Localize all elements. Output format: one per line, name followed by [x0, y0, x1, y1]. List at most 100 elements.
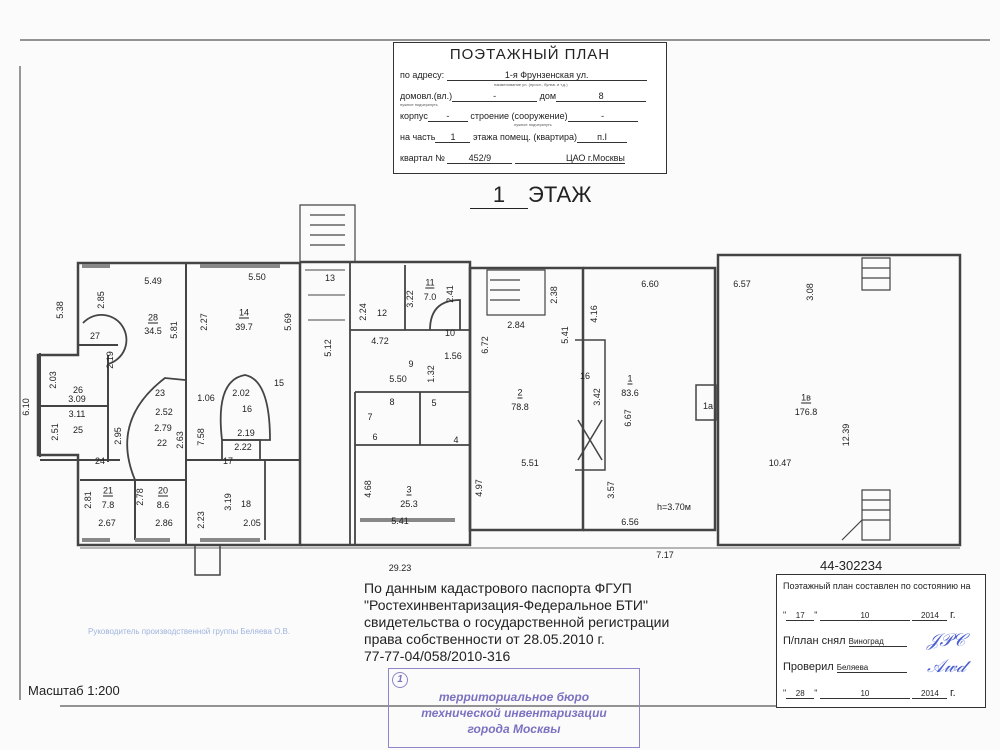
dim-label: 5.69 — [283, 313, 293, 331]
dim-label: 2.67 — [98, 518, 116, 528]
room-number: 21 — [102, 485, 114, 497]
stroenie-label: строение (сооружение) — [470, 111, 568, 121]
dim-label: 3.42 — [592, 388, 602, 406]
dim-label: 2.27 — [199, 313, 209, 331]
part-value: 1 — [435, 132, 471, 143]
dim-label: 5.41 — [391, 516, 409, 526]
dom-value: 8 — [556, 91, 647, 102]
room-number: 27 — [89, 331, 101, 341]
header-title: ПОЭТАЖНЫЙ ПЛАН — [449, 46, 611, 63]
room-area: 34.5 — [144, 326, 162, 336]
dim-label: 2.23 — [196, 511, 206, 529]
dim-label: 1.56 — [444, 351, 462, 361]
dim-label: 3.19 — [223, 493, 233, 511]
dim-label: 7.58 — [196, 428, 206, 446]
dim-label: 2.38 — [549, 286, 559, 304]
taken-label: П/план снял — [783, 635, 846, 647]
room-area: 7.8 — [101, 500, 115, 510]
kvartal-label: квартал № — [400, 153, 445, 163]
dim-label: 5.12 — [323, 339, 333, 357]
dim-label: 5.50 — [389, 374, 407, 384]
district-value: ЦАО г.Москвы — [514, 153, 625, 164]
date1-month: 10 — [819, 611, 910, 621]
address-label: по адресу: — [400, 70, 445, 80]
dom-label: дом — [539, 91, 557, 101]
room-area: 8.6 — [156, 500, 170, 510]
room-number: 1в — [801, 392, 811, 404]
dim-label: 2.84 — [507, 320, 525, 330]
room-number: 11 — [425, 277, 435, 289]
dim-label: 5.51 — [521, 458, 539, 468]
room-number: 6 — [372, 432, 378, 442]
part-label: на часть — [400, 132, 436, 142]
korpus-value: - — [427, 111, 468, 122]
dim-label: 29.23 — [388, 563, 412, 573]
dim-label: 6.57 — [733, 279, 751, 289]
hint-2: нужное подчеркнуть — [514, 122, 552, 127]
dim-label: 6.10 — [21, 398, 31, 416]
year-suffix: г. — [949, 687, 956, 699]
dim-label: 2.41 — [445, 285, 455, 303]
note-line: 77-77-04/058/2010-316 — [364, 648, 511, 664]
room-number: 23 — [154, 388, 166, 398]
registration-note: По данным кадастрового паспорта ФГУП "Ро… — [364, 580, 669, 665]
room-number: 14 — [238, 307, 250, 319]
checked-by: Беляева — [836, 663, 907, 673]
bti-stamp: 1 территориальное бюро технической инвен… — [388, 668, 640, 748]
room-number: 22 — [156, 438, 168, 448]
dim-label: 2.81 — [83, 491, 93, 509]
hint-1: нужное подчеркнуть — [400, 102, 438, 107]
room-number: 16 — [241, 404, 253, 414]
room-number: 9 — [408, 359, 414, 369]
dim-label: 3.08 — [805, 283, 815, 301]
dim-label: 4.97 — [474, 479, 484, 497]
dim-label: 1.06 — [197, 393, 215, 403]
manager-stamp-text: Руководитель производственной группы Бел… — [88, 627, 291, 636]
kvartal-value: 452/9 — [447, 153, 513, 164]
approval-box: Поэтажный план составлен по состоянию на… — [776, 574, 986, 708]
dim-label: 4.16 — [589, 305, 599, 323]
signature-1: 𝒥𝒫𝒞 — [927, 630, 966, 651]
dim-label: 3.22 — [405, 290, 415, 308]
dim-label: 2.63 — [175, 431, 185, 449]
dim-label: 2.95 — [113, 427, 123, 445]
address-hint: наименование ул. (просп., бульв. и т.д.) — [494, 82, 568, 87]
room-area: 176.8 — [794, 407, 818, 417]
plan-header-box: ПОЭТАЖНЫЙ ПЛАН по адресу: 1-я Фрунзенска… — [393, 42, 667, 174]
room-area: 7.0 — [423, 292, 437, 302]
ceiling-height: h=3.70м — [657, 502, 691, 512]
date2-day: 28 — [786, 689, 815, 699]
room-area: 83.6 — [621, 388, 639, 398]
dim-label: 5.81 — [169, 321, 179, 339]
dim-label: 6.72 — [480, 336, 490, 354]
dim-label: 4.68 — [363, 480, 373, 498]
room-number: 25 — [72, 425, 84, 435]
stamp-line: технической инвентаризации — [421, 706, 607, 720]
date1-year: 2014 — [912, 611, 948, 621]
room-number: 26 — [72, 385, 84, 395]
dim-label: 3.11 — [68, 409, 86, 419]
dim-label: 3.09 — [68, 394, 86, 404]
dim-label: 5.50 — [248, 272, 266, 282]
korpus-label: корпус — [400, 111, 428, 121]
room-area: 25.3 — [400, 499, 418, 509]
dim-label: 2.02 — [232, 388, 250, 398]
taken-by: Виноград — [848, 637, 907, 647]
room-number: 28 — [147, 312, 159, 324]
dim-label: 2.19 — [105, 351, 115, 369]
year-suffix: г. — [949, 609, 956, 621]
dim-label: 1.32 — [426, 365, 436, 383]
dim-label: 2.52 — [155, 407, 173, 417]
dim-label: 2.85 — [96, 291, 106, 309]
room-area: 78.8 — [511, 402, 529, 412]
room-number: 2 — [517, 387, 523, 399]
room-number: 7 — [367, 412, 373, 422]
dim-label: 2.79 — [154, 423, 172, 433]
room-number: 13 — [324, 273, 336, 283]
room-number: 20 — [157, 485, 169, 497]
inventory-code: 44-302234 — [820, 558, 883, 573]
room-number: 8 — [389, 397, 395, 407]
dim-label: 6.60 — [641, 279, 659, 289]
